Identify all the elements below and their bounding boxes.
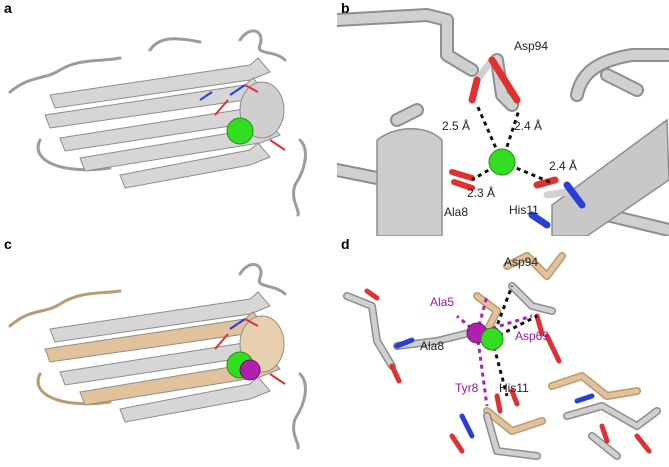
label-asp69-d: Asp69: [515, 329, 549, 343]
panel-c-letter: c: [4, 236, 12, 252]
panel-b-letter: b: [341, 0, 350, 16]
panel-c-structure: [8, 263, 307, 450]
label-his11-b: His11: [509, 203, 539, 217]
label-asp94-b: Asp94: [514, 39, 548, 53]
label-distance-2: 2.4 Å: [514, 118, 542, 133]
label-tyr8-d: Tyr8: [455, 381, 479, 395]
panel-b-structure: Asp94 2.5 Å 2.4 Å 2.4 Å 2.3 Å Ala8 His11: [337, 8, 669, 236]
label-distance-4: 2.3 Å: [467, 185, 495, 200]
calcium-ion-b: [488, 148, 516, 176]
magenta-ion-c: [239, 359, 261, 381]
panel-a-structure: [8, 29, 307, 217]
panel-b-binding-site-detail: b: [337, 0, 669, 236]
label-ala8-d: Ala8: [420, 339, 444, 353]
panel-d-structure: Asp94 Ala5 Asp69 Ala8 Tyr8 His11: [343, 252, 661, 460]
panel-a-letter: a: [4, 0, 12, 16]
label-ala8-b: Ala8: [444, 205, 468, 219]
panel-d-letter: d: [341, 236, 350, 252]
calcium-ion-d: [480, 327, 504, 351]
panel-d-overlay-detail: d: [337, 236, 669, 467]
calcium-ion-a: [226, 117, 254, 145]
panel-c-overlay-cartoon: c: [0, 236, 330, 467]
label-his11-d: His11: [499, 381, 529, 395]
label-distance-1: 2.5 Å: [442, 118, 470, 133]
label-distance-3: 2.4 Å: [549, 158, 577, 173]
label-asp94-d: Asp94: [504, 255, 538, 269]
panel-a-protein-cartoon: a: [0, 0, 330, 233]
label-ala5-d: Ala5: [430, 295, 454, 309]
